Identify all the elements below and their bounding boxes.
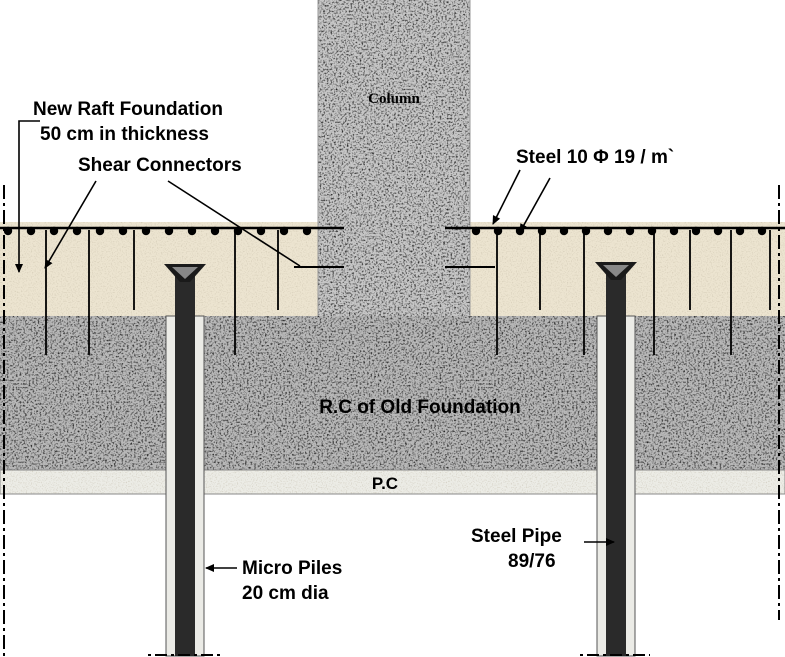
rebar-dot [118,226,128,236]
label-column: Column [368,91,420,107]
label-steel-reinforcement: Steel 10 Φ 19 / m` [516,147,674,168]
rebar-dot [471,226,481,236]
rebar-dot [735,226,745,236]
rebar-dot [559,226,569,236]
leader-new-raft [15,120,40,273]
rebar-dot [187,226,197,236]
old-foundation [0,316,785,470]
rebar-dot [256,226,266,236]
label-rc-old-foundation: R.C of Old Foundation [319,397,521,418]
rebar-dot [625,226,635,236]
rebar-dot [3,226,13,236]
steel-pipe-right [606,270,626,656]
rebar-dot [164,226,174,236]
micro-pile-right [580,262,650,657]
leader-steel-1 [492,169,521,225]
label-steel-pipe-1: Steel Pipe [471,526,562,547]
rebar-dots [3,226,767,236]
label-new-raft-2: 50 cm in thickness [40,124,209,145]
rebar-dot [493,226,503,236]
rebar-dot [49,226,59,236]
rebar-dot [141,226,151,236]
label-micro-piles-1: Micro Piles [242,558,342,579]
leader-lines [15,120,615,572]
label-shear-connectors: Shear Connectors [78,155,242,176]
rebar-dot [581,226,591,236]
rebar-dot [95,226,105,236]
rebar-dot [691,226,701,236]
rebar-dot [72,226,82,236]
label-steel-pipe-2: 89/76 [508,551,556,572]
label-micro-piles-2: 20 cm dia [242,583,329,604]
rebar-dot [757,226,767,236]
new-raft [0,222,785,316]
leader-steel-2 [519,177,551,233]
rebar-dot [537,226,547,236]
leader-shear-right [167,180,301,267]
pc-layer [0,469,785,495]
rebar-dot [603,226,613,236]
micro-pile-left [148,264,220,657]
steel-pipe-left [175,270,195,656]
section-break-lines [3,185,780,657]
rebar-dot [669,226,679,236]
rebar-dot [302,226,312,236]
rebar-dot [279,226,289,236]
rebar-dot [210,226,220,236]
rebar-dot [647,226,657,236]
rebar-dot [713,226,723,236]
label-pc: P.C [372,474,398,493]
label-new-raft-1: New Raft Foundation [33,99,223,120]
shear-connector-bars [45,230,771,355]
column [317,0,471,316]
leader-shear-left [44,180,97,269]
rebar-dot [26,226,36,236]
